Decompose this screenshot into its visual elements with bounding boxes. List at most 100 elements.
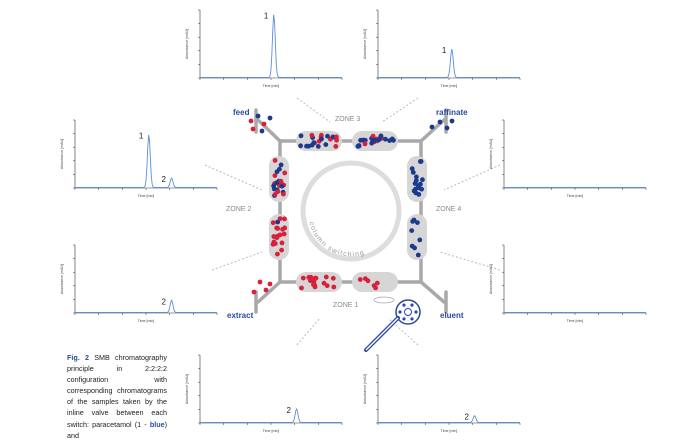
chromatogram-bottom-right: Time [min]Absorbance [mAU]2 — [363, 354, 521, 433]
column-switching-label: column switching — [307, 221, 365, 258]
pipe-loop — [278, 139, 423, 284]
red-particle — [308, 278, 313, 284]
blue-particle — [274, 180, 279, 186]
peak-label: 2 — [162, 175, 167, 184]
y-axis-label: Absorbance [mAU] — [489, 139, 493, 169]
blue-particle — [409, 243, 415, 249]
y-axis-label: Absorbance [mAU] — [489, 264, 493, 294]
chromatogram-low-left: Time [min] Absorbance [mAU] 2 — [60, 244, 218, 323]
red-particle — [275, 251, 280, 257]
caption-tail: ) and — [67, 419, 167, 440]
y-axis-label: Absorbance [mAU] — [185, 374, 189, 404]
blue-particle — [356, 143, 362, 149]
red-particle — [277, 216, 283, 222]
chromatogram-bottom-left: Time [min]Absorbance [mAU]2 — [185, 354, 343, 433]
peak-label: 1 — [139, 131, 144, 140]
blue-particle — [410, 219, 416, 224]
chromatogram-trace — [200, 407, 342, 423]
inline-valve — [395, 299, 421, 325]
blue-particle — [315, 144, 321, 149]
blue-particle — [271, 183, 276, 189]
red-particle — [263, 287, 269, 293]
y-axis-label: Absorbance [mAU] — [60, 139, 64, 169]
blue-particle — [437, 119, 443, 125]
blue-particle — [323, 142, 329, 148]
peak-label: 2 — [162, 297, 167, 306]
red-particle — [272, 158, 278, 163]
blue-particle — [277, 166, 282, 172]
red-particle — [261, 121, 267, 127]
column — [352, 272, 398, 292]
blue-particle — [298, 133, 304, 139]
blue-particle — [298, 143, 303, 149]
zone-4-label: ZONE 4 — [436, 206, 461, 213]
blue-particle — [275, 219, 281, 225]
blue-particle — [325, 133, 330, 139]
valve-disc — [373, 296, 395, 304]
red-particle — [324, 283, 330, 289]
red-particle — [278, 178, 284, 184]
blue-particle — [259, 128, 265, 134]
red-particle — [300, 275, 306, 281]
red-particle — [373, 285, 378, 291]
blue-particle — [420, 177, 425, 183]
blue-particle — [449, 118, 455, 124]
x-axis-label: Time [min] — [138, 194, 155, 198]
caption-highlight: blue — [149, 419, 165, 429]
red-particle — [362, 141, 368, 147]
chromatogram-mid-left: Time [min] Absorbance [mAU] 1 2 — [60, 119, 218, 198]
red-particle — [333, 144, 339, 149]
red-particle — [248, 118, 254, 124]
x-axis-label: Time [min] — [263, 429, 280, 433]
column — [407, 214, 427, 260]
x-axis-label: Time [min] — [567, 194, 584, 198]
blue-particle — [415, 183, 421, 188]
red-particle — [281, 231, 287, 237]
raffinate-label: raffinate — [436, 108, 468, 117]
x-axis-label: Time [min] — [138, 319, 155, 323]
red-particle — [250, 126, 256, 132]
red-particle — [270, 241, 276, 247]
eluent-label: eluent — [440, 311, 464, 320]
y-axis-label: Absorbance [mAU] — [363, 29, 367, 59]
blue-particle — [418, 159, 424, 164]
dashed-connector — [296, 317, 321, 346]
peak-label: 1 — [264, 11, 269, 20]
dashed-connector — [211, 251, 263, 271]
blue-particle — [414, 174, 419, 180]
red-particle — [279, 247, 284, 253]
blue-particle — [413, 190, 419, 196]
red-particle — [251, 289, 257, 295]
blue-particle — [306, 143, 312, 149]
chromatogram-trace — [75, 134, 217, 188]
red-particle — [370, 133, 376, 139]
chromatogram-top-left: Time [min]Absorbance [mAU]1 — [185, 9, 343, 88]
caption-figure-number: Fig. 2 — [67, 353, 90, 362]
y-axis-label: Absorbance [mAU] — [185, 29, 189, 59]
zone-3-label: ZONE 3 — [335, 116, 360, 123]
red-particle — [331, 284, 337, 290]
red-particle — [323, 274, 329, 280]
red-particle — [330, 275, 336, 281]
chromatogram-low-right: Time [min]Absorbance [mAU] — [489, 244, 647, 323]
red-particle — [272, 192, 278, 197]
red-particle — [274, 235, 280, 241]
blue-particle — [267, 115, 273, 121]
blue-particle — [378, 134, 384, 140]
blue-particle — [417, 237, 423, 243]
blue-particle — [370, 137, 376, 143]
blue-particle — [415, 220, 420, 226]
blue-particle — [409, 166, 415, 172]
y-axis-label: Absorbance [mAU] — [60, 264, 64, 294]
dashed-connector — [381, 97, 419, 123]
red-particle — [312, 283, 318, 288]
blue-particle — [415, 252, 421, 258]
blue-particle — [360, 137, 366, 143]
zone-2-label: ZONE 2 — [226, 206, 251, 213]
red-particle — [365, 278, 371, 284]
blue-particle — [383, 136, 388, 142]
chromatogram-trace — [75, 299, 217, 313]
red-particle — [309, 132, 315, 138]
column-switching-ring — [300, 160, 402, 262]
